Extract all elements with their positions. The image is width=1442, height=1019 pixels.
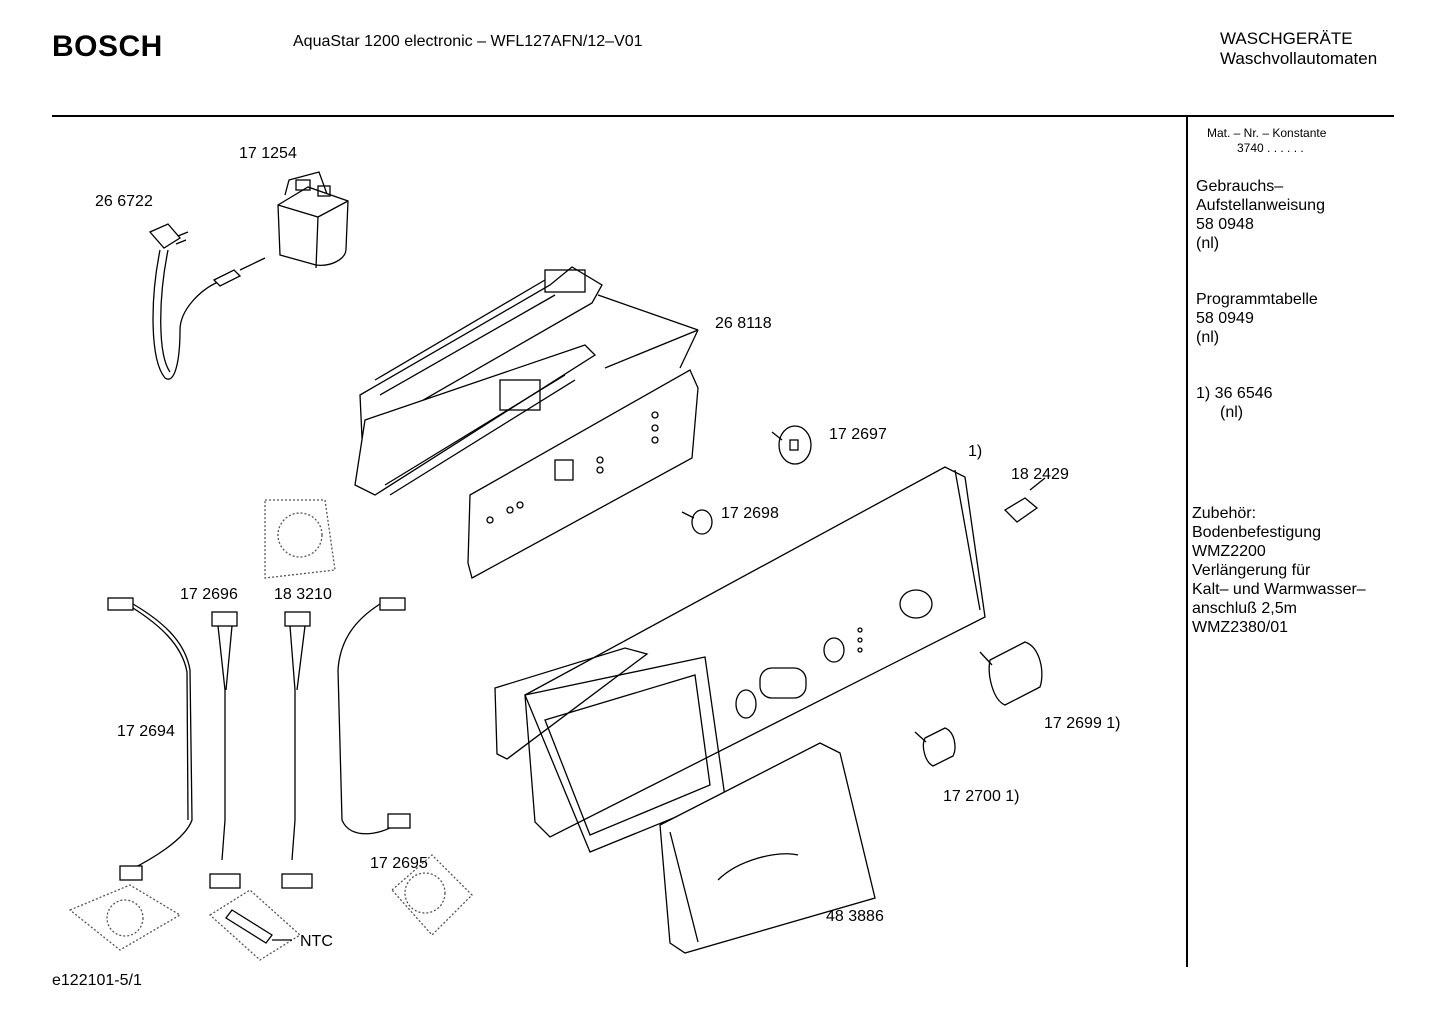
program-table-info: Programmtabelle 58 0949 (nl) bbox=[1196, 290, 1318, 347]
acc-title: Zubehör: bbox=[1192, 505, 1257, 522]
wire-harness-17-2696 bbox=[209, 611, 241, 889]
reference-components bbox=[68, 499, 473, 961]
push-button-drawing bbox=[1003, 477, 1046, 523]
part-label: 48 3886 bbox=[826, 908, 884, 925]
note-line1: 1) 36 6546 bbox=[1196, 385, 1273, 402]
detergent-drawer-drawing bbox=[659, 742, 876, 954]
leader-line bbox=[604, 329, 699, 369]
part-label: 17 2697 bbox=[829, 426, 887, 443]
program-knob-drawing bbox=[771, 425, 812, 465]
model-title: AquaStar 1200 electronic – WFL127AFN/12–… bbox=[293, 33, 643, 50]
wire-harness-17-2695 bbox=[337, 597, 411, 835]
sidebar-divider bbox=[1186, 117, 1188, 967]
part-label: NTC bbox=[300, 933, 333, 950]
table-number: 58 0949 bbox=[1196, 310, 1254, 327]
material-constant: Mat. – Nr. – Konstante 3740 . . . . . . bbox=[1207, 126, 1326, 156]
part-label: 18 2429 bbox=[1011, 466, 1069, 483]
manual-line1: Gebrauchs– bbox=[1196, 178, 1284, 195]
small-knob-drawing bbox=[914, 727, 956, 767]
part-label: 26 8118 bbox=[715, 315, 772, 332]
document-code: e122101-5/1 bbox=[52, 972, 142, 989]
acc-item: WMZ2200 bbox=[1192, 543, 1266, 560]
wire-harness-17-2694 bbox=[107, 597, 193, 881]
material-label: Mat. – Nr. – Konstante bbox=[1207, 126, 1327, 140]
category-line1: WASCHGERÄTE bbox=[1220, 29, 1353, 48]
part-label: 17 2700 1) bbox=[943, 788, 1020, 805]
footnote-info: 1) 36 6546 (nl) bbox=[1196, 384, 1273, 422]
acc-item: anschluß 2,5m bbox=[1192, 600, 1297, 617]
part-label: 18 3210 bbox=[274, 586, 332, 603]
leader-line bbox=[679, 329, 699, 369]
part-label: 17 2694 bbox=[117, 723, 175, 740]
wire-harness-18-3210 bbox=[281, 611, 313, 889]
part-label: 17 2699 1) bbox=[1044, 715, 1121, 732]
table-title: Programmtabelle bbox=[1196, 291, 1318, 308]
interference-filter-drawing bbox=[277, 171, 349, 269]
circuit-board-drawing bbox=[467, 369, 699, 579]
note-line2: (nl) bbox=[1220, 404, 1244, 421]
temperature-knob-drawing bbox=[681, 509, 713, 535]
manual-info: Gebrauchs– Aufstellanweisung 58 0948 (nl… bbox=[1196, 177, 1325, 253]
spin-knob-drawing bbox=[979, 641, 1043, 706]
accessories-info: Zubehör: Bodenbefestigung WMZ2200 Verlän… bbox=[1192, 504, 1366, 637]
part-label: 17 2698 bbox=[721, 505, 779, 522]
manual-lang: (nl) bbox=[1196, 235, 1220, 252]
module-frame-upper-drawing bbox=[354, 266, 603, 496]
category-line2: Waschvollautomaten bbox=[1220, 49, 1378, 68]
material-value: 3740 . . . . . . bbox=[1237, 141, 1304, 155]
power-cord-drawing bbox=[148, 223, 266, 380]
leader-line bbox=[597, 294, 699, 331]
category: WASCHGERÄTE Waschvollautomaten bbox=[1220, 29, 1377, 69]
manual-number: 58 0948 bbox=[1196, 216, 1254, 233]
header-divider bbox=[52, 115, 1394, 117]
part-label: 1) bbox=[968, 443, 983, 460]
part-label: 17 2696 bbox=[180, 586, 238, 603]
table-lang: (nl) bbox=[1196, 329, 1220, 346]
part-label: 17 2695 bbox=[370, 855, 428, 872]
acc-item: WMZ2380/01 bbox=[1192, 619, 1289, 636]
ntc-sensor-drawing bbox=[225, 909, 292, 944]
acc-item: Bodenbefestigung bbox=[1192, 524, 1321, 541]
part-label: 17 1254 bbox=[239, 145, 297, 162]
brand-logo: BOSCH bbox=[52, 30, 163, 63]
acc-item: Kalt– und Warmwasser– bbox=[1192, 581, 1366, 598]
gasket-drawing bbox=[494, 647, 649, 760]
manual-line2: Aufstellanweisung bbox=[1196, 197, 1325, 214]
part-label: 26 6722 bbox=[95, 193, 153, 210]
acc-item: Verlängerung für bbox=[1192, 562, 1311, 579]
